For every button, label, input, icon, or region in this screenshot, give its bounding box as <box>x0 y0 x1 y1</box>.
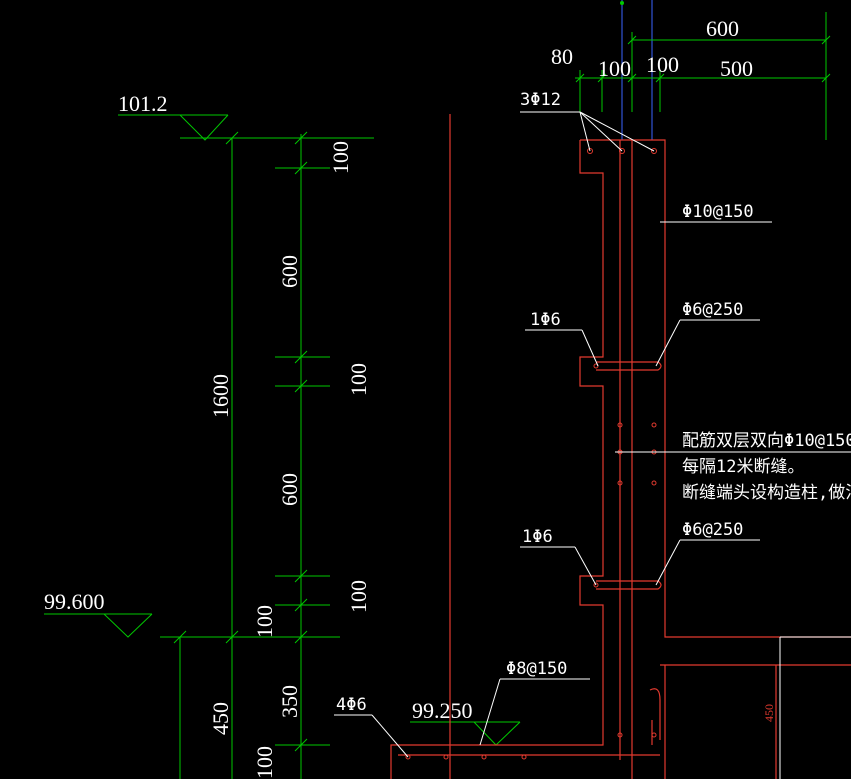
elevation-marker-ground <box>44 613 153 638</box>
dim-100-base: 100 <box>252 605 277 638</box>
elevation-marker-top <box>118 114 229 141</box>
dim-1600: 1600 <box>208 374 233 418</box>
rebar-leaders <box>334 111 851 758</box>
label-footing-bars: 4Φ6 <box>336 695 367 715</box>
elevation-footing: 99.250 <box>412 698 473 723</box>
dim-350: 350 <box>277 685 302 718</box>
label-footing-stirrup: Φ8@150 <box>506 659 567 679</box>
dim-450-left: 450 <box>208 702 233 735</box>
dim-80: 80 <box>551 44 573 69</box>
label-ring-upper-single: 1Φ6 <box>530 310 561 330</box>
wall-section-outline <box>390 114 851 779</box>
dim-600-upper: 600 <box>277 255 302 288</box>
dim-100-mid: 100 <box>346 363 371 396</box>
dim-600-lower: 600 <box>277 473 302 506</box>
dim-100-b: 100 <box>646 52 679 77</box>
ring-hooks <box>596 361 662 745</box>
note-line-3: 断缝端头设构造柱,做法详总说 <box>682 483 851 503</box>
elevation-marker-footing <box>410 721 521 746</box>
dim-100-a: 100 <box>598 56 631 81</box>
label-top-bars: 3Φ12 <box>520 90 561 110</box>
axis-lines <box>620 0 653 140</box>
label-ring-lower-single: 1Φ6 <box>522 527 553 547</box>
note-line-2: 每隔12米断缝。 <box>682 457 804 477</box>
label-wall-stirrup: Φ10@150 <box>682 202 754 222</box>
dim-600-top: 600 <box>706 16 739 41</box>
label-ring-lower-stirrup: Φ6@250 <box>682 520 743 540</box>
top-dimension-lines <box>575 12 831 140</box>
dim-100-top-left: 100 <box>328 141 353 174</box>
elevation-ground: 99.600 <box>44 589 105 614</box>
left-dimension-lines <box>160 131 374 779</box>
dim-500: 500 <box>720 56 753 81</box>
dim-100-bottom: 100 <box>252 746 277 779</box>
note-line-1: 配筋双层双向Φ10@150 <box>682 431 851 451</box>
label-ring-upper-stirrup: Φ6@250 <box>682 300 743 320</box>
elevation-top: 101.2 <box>118 91 168 116</box>
dim-450-right: 450 <box>762 704 776 722</box>
dim-100-low: 100 <box>346 580 371 613</box>
